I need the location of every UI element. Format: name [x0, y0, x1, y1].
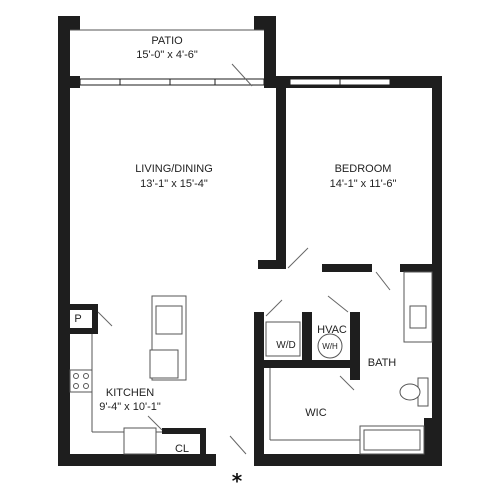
door-swings — [97, 247, 391, 455]
entry-marker: * — [232, 469, 243, 493]
closet-label: CL — [175, 443, 189, 455]
kitchen-fixtures — [69, 295, 187, 455]
water-heater-label: W/H — [322, 342, 338, 351]
exterior-walls — [58, 16, 442, 466]
bedroom-label: BEDROOM — [335, 163, 392, 175]
interior-walls — [68, 88, 434, 466]
washer-dryer-label: W/D — [276, 340, 295, 351]
patio-dims: 15'-0" x 4'-6" — [136, 49, 198, 61]
kitchen-label: KITCHEN — [106, 387, 154, 399]
bedroom-window — [289, 78, 391, 86]
kitchen-dims: 9'-4" x 10'-1" — [99, 401, 161, 413]
living-dims: 13'-1" x 15'-4" — [140, 178, 208, 190]
patio-outline — [70, 29, 265, 87]
room-labels: PATIO 15'-0" x 4'-6" LIVING/DINING 13'-1… — [74, 35, 396, 493]
pantry-label: P — [74, 313, 81, 325]
utility-fixtures — [265, 271, 433, 455]
living-label: LIVING/DINING — [135, 163, 213, 175]
patio-label: PATIO — [151, 35, 183, 47]
hvac-label: HVAC — [317, 324, 347, 336]
bath-label: BATH — [368, 357, 397, 369]
wic-label: WIC — [305, 407, 326, 419]
bedroom-dims: 14'-1" x 11'-6" — [330, 178, 397, 190]
